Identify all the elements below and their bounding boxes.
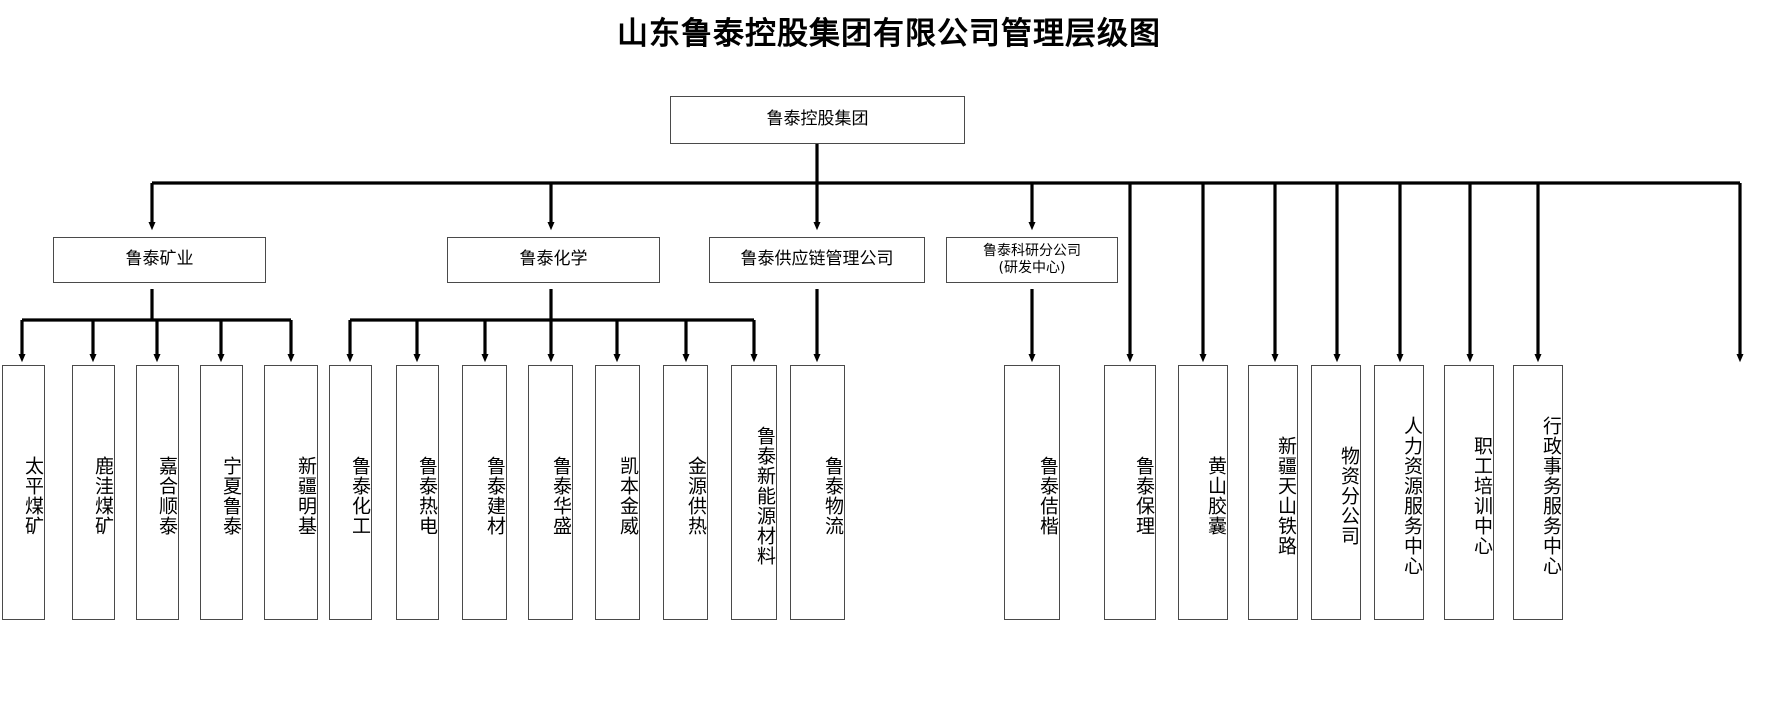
- node-division-research-sublabel: (研发中心): [998, 260, 1066, 276]
- node-leaf-taiping-coal-label: 太平煤矿: [22, 455, 44, 536]
- node-leaf-lutai-new-energy-materials[interactable]: 鲁泰新能源材料: [731, 365, 777, 620]
- node-leaf-luwa-coal-label: 鹿洼煤矿: [92, 455, 114, 536]
- node-leaf-hr-service-center-label: 人力资源服务中心: [1401, 415, 1423, 576]
- node-leaf-lutai-huasheng-label: 鲁泰华盛: [550, 455, 572, 536]
- node-leaf-lutai-thermal-power[interactable]: 鲁泰热电: [396, 365, 439, 620]
- node-leaf-jinyuan-heating[interactable]: 金源供热: [663, 365, 708, 620]
- node-leaf-lutai-chemical-industry-label: 鲁泰化工: [349, 455, 371, 536]
- node-leaf-jinyuan-heating-label: 金源供热: [685, 455, 707, 536]
- node-root-label: 鲁泰控股集团: [766, 109, 869, 130]
- node-leaf-admin-affairs-service-center[interactable]: 行政事务服务中心: [1513, 365, 1563, 620]
- node-leaf-taiping-coal[interactable]: 太平煤矿: [2, 365, 45, 620]
- node-leaf-materials-branch-label: 物资分公司: [1338, 445, 1360, 546]
- node-leaf-xinjiang-tianshan-railway[interactable]: 新疆天山铁路: [1248, 365, 1298, 620]
- node-leaf-hr-service-center[interactable]: 人力资源服务中心: [1374, 365, 1424, 620]
- node-leaf-lutai-baoli-label: 鲁泰保理: [1133, 455, 1155, 536]
- node-leaf-xinjiang-mingji-label: 新疆明基: [295, 455, 317, 536]
- node-leaf-lutai-jiekai-label: 鲁泰佶楷: [1037, 455, 1059, 536]
- node-leaf-kaiben-jinwei[interactable]: 凯本金威: [595, 365, 640, 620]
- node-leaf-xinjiang-mingji[interactable]: 新疆明基: [264, 365, 318, 620]
- node-leaf-lutai-thermal-power-label: 鲁泰热电: [416, 455, 438, 536]
- node-leaf-staff-training-center[interactable]: 职工培训中心: [1444, 365, 1494, 620]
- node-leaf-huangshan-capsule-label: 黄山胶囊: [1205, 455, 1227, 536]
- node-division-chemical-label: 鲁泰化学: [519, 249, 588, 270]
- node-leaf-lutai-logistics-label: 鲁泰物流: [822, 455, 844, 536]
- node-leaf-jiaheshuntai[interactable]: 嘉合顺泰: [136, 365, 179, 620]
- node-division-supply-chain[interactable]: 鲁泰供应链管理公司: [709, 237, 925, 283]
- node-division-mining-label: 鲁泰矿业: [125, 249, 194, 270]
- node-division-mining[interactable]: 鲁泰矿业: [53, 237, 266, 283]
- page-title: 山东鲁泰控股集团有限公司管理层级图: [617, 16, 1161, 52]
- node-leaf-admin-affairs-service-center-label: 行政事务服务中心: [1540, 415, 1562, 576]
- node-leaf-xinjiang-tianshan-railway-label: 新疆天山铁路: [1275, 435, 1297, 556]
- node-leaf-ningxia-lutai-label: 宁夏鲁泰: [220, 455, 242, 536]
- node-leaf-lutai-chemical-industry[interactable]: 鲁泰化工: [329, 365, 372, 620]
- node-division-chemical[interactable]: 鲁泰化学: [447, 237, 660, 283]
- node-leaf-lutai-baoli[interactable]: 鲁泰保理: [1104, 365, 1156, 620]
- node-leaf-lutai-huasheng[interactable]: 鲁泰华盛: [528, 365, 573, 620]
- node-leaf-lutai-new-energy-materials-label: 鲁泰新能源材料: [754, 425, 776, 566]
- node-leaf-staff-training-center-label: 职工培训中心: [1471, 435, 1493, 556]
- node-root[interactable]: 鲁泰控股集团: [670, 96, 965, 144]
- node-leaf-jiaheshuntai-label: 嘉合顺泰: [156, 455, 178, 536]
- node-leaf-ningxia-lutai[interactable]: 宁夏鲁泰: [200, 365, 243, 620]
- node-leaf-lutai-jiekai[interactable]: 鲁泰佶楷: [1004, 365, 1060, 620]
- node-leaf-kaiben-jinwei-label: 凯本金威: [617, 455, 639, 536]
- node-leaf-materials-branch[interactable]: 物资分公司: [1311, 365, 1361, 620]
- node-division-supply-chain-label: 鲁泰供应链管理公司: [740, 249, 894, 270]
- node-division-research[interactable]: 鲁泰科研分公司 (研发中心): [946, 237, 1118, 283]
- node-leaf-huangshan-capsule[interactable]: 黄山胶囊: [1178, 365, 1228, 620]
- node-leaf-lutai-building-materials-label: 鲁泰建材: [484, 455, 506, 536]
- node-leaf-luwa-coal[interactable]: 鹿洼煤矿: [72, 365, 115, 620]
- node-division-research-label: 鲁泰科研分公司: [983, 242, 1081, 259]
- node-leaf-lutai-building-materials[interactable]: 鲁泰建材: [462, 365, 507, 620]
- node-leaf-lutai-logistics[interactable]: 鲁泰物流: [790, 365, 845, 620]
